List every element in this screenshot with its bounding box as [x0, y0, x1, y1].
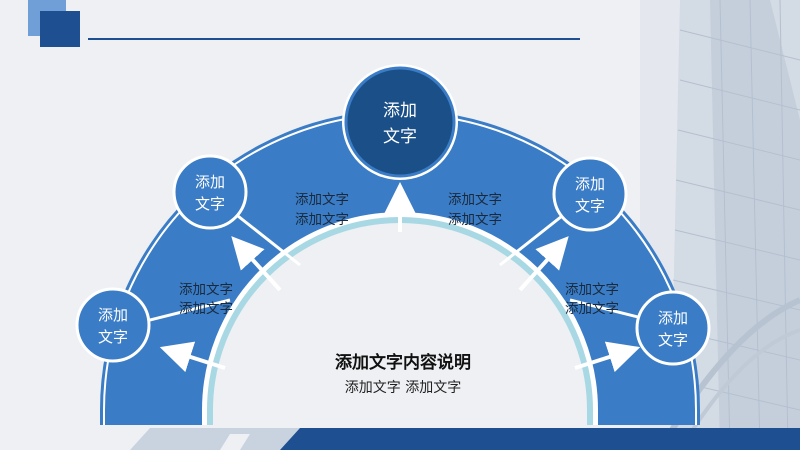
- node-right-lower-line2: 文字: [658, 331, 688, 349]
- arrow-left-lower: [159, 341, 226, 373]
- band-lower-left-line1: 添加文字: [179, 282, 233, 298]
- header-square-dark: [40, 11, 80, 47]
- node-right-lower-line1: 添加: [658, 309, 688, 327]
- node-right-upper-line1: 添加: [575, 175, 605, 193]
- node-right-upper-line2: 文字: [575, 197, 605, 215]
- node-left-upper-line1: 添加: [195, 173, 225, 191]
- band-upper-right-line2: 添加文字: [448, 212, 502, 228]
- node-left-lower-line1: 添加: [98, 306, 128, 324]
- arrow-left-upper: [231, 236, 282, 292]
- band-lower-right-line2: 添加文字: [565, 301, 619, 317]
- node-center-line1: 添加: [383, 101, 417, 121]
- outer-arc-band: [100, 110, 700, 425]
- node-left-upper-line2: 文字: [195, 195, 225, 213]
- band-upper-left-line1: 添加文字: [295, 192, 349, 208]
- node-right-upper: 添加 文字: [552, 156, 628, 232]
- arrow-right-lower: [574, 341, 641, 373]
- band-lower-right-line1: 添加文字: [565, 282, 619, 298]
- node-right-lower: 添加 文字: [635, 290, 711, 366]
- caption-title: 添加文字内容说明: [335, 352, 471, 373]
- band-upper-left-line2: 添加文字: [295, 212, 349, 228]
- caption-subtitle: 添加文字 添加文字: [345, 380, 461, 396]
- node-left-lower: 添加 文字: [75, 287, 151, 363]
- header-divider-line: [88, 38, 580, 40]
- band-upper-right-line1: 添加文字: [448, 192, 502, 208]
- node-left-lower-line2: 文字: [98, 328, 128, 346]
- node-left-upper: 添加 文字: [172, 154, 248, 230]
- bottom-bar: [130, 428, 800, 450]
- band-lower-left-line2: 添加文字: [179, 301, 233, 317]
- node-center-line2: 文字: [383, 127, 417, 147]
- arrow-right-upper: [518, 236, 569, 292]
- node-center: 添加 文字: [342, 64, 458, 180]
